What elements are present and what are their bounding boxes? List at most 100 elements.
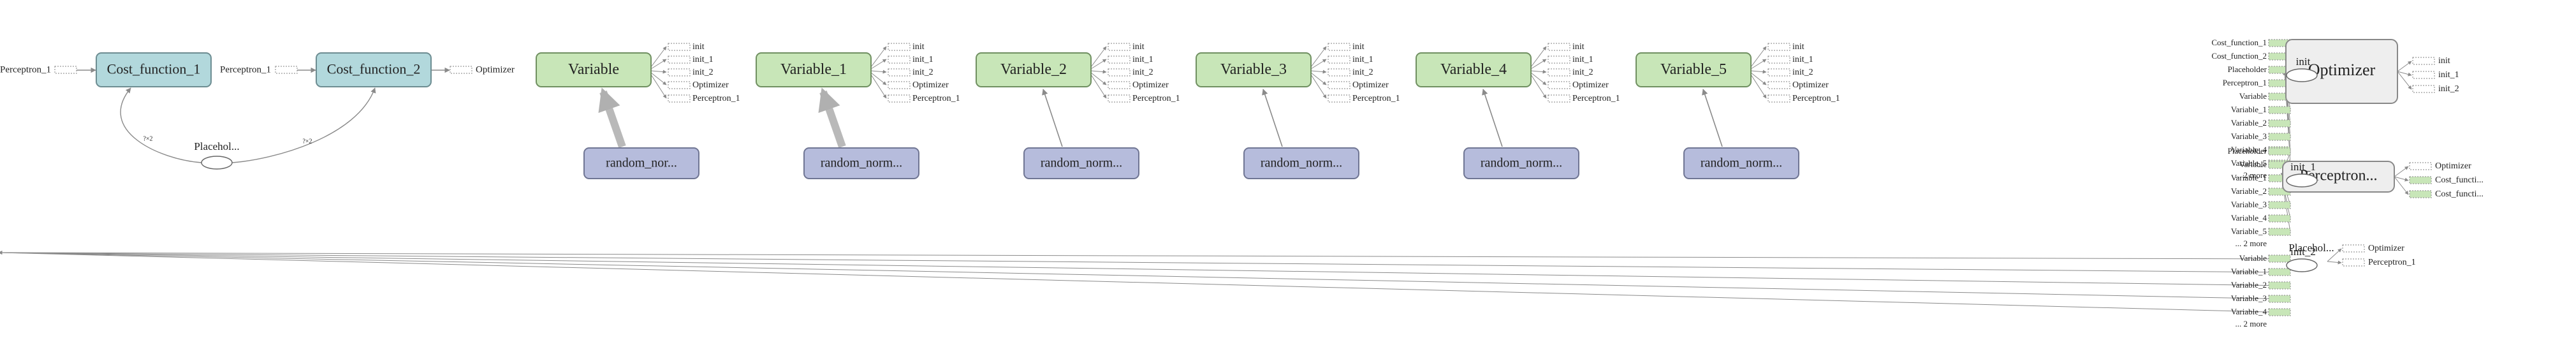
aux-init_group-input-stub-4[interactable] [2268,308,2291,316]
node-random-normal-5[interactable]: random_norm... [1683,147,1799,179]
stub-variable-5-out-3[interactable] [1767,81,1790,89]
aux-optimizer-input-stub-4[interactable] [2268,92,2291,101]
aux-optimizer-input-label-5: Variable_1 [2231,105,2267,114]
node-random-normal-1-shape [803,147,919,179]
aux-optimizer-input-stub-2[interactable] [2268,66,2291,74]
node-random-normal-0[interactable]: random_nor... [583,147,699,179]
stub-variable-2-out-4[interactable] [1108,94,1131,103]
stub-optimizer-out[interactable] [450,66,472,74]
node-random-normal-2[interactable]: random_norm... [1023,147,1139,179]
stub-variable-3-out-2[interactable] [1328,68,1350,77]
node-variable-0[interactable]: Variable [536,52,652,87]
node-variable-2[interactable]: Variable_2 [976,52,1092,87]
aux-init_group-output-stub-0[interactable] [2342,244,2365,253]
aux-perceptron-input-stub-1[interactable] [2268,161,2291,169]
stub-variable-2-out-2[interactable] [1108,68,1131,77]
node-random-normal-4[interactable]: random_norm... [1463,147,1579,179]
node-variable-5[interactable]: Variable_5 [1636,52,1752,87]
aux-perceptron-input-stub-4[interactable] [2268,201,2291,209]
node-variable-1[interactable]: Variable_1 [756,52,872,87]
node-variable-4[interactable]: Variable_4 [1416,52,1532,87]
aux-perceptron-output-stub-0[interactable] [2409,162,2432,170]
aux-optimizer-output-stub-1[interactable] [2412,71,2435,79]
stub-variable-4-out-1[interactable] [1548,55,1570,64]
stub-variable-0-out-0[interactable] [668,43,691,51]
stub-label-optimizer-out: Optimizer [476,64,515,75]
stub-variable-2-out-0[interactable] [1108,43,1131,51]
aux-optimizer-input-label-0: Cost_function_1 [2211,38,2267,47]
aux-perceptron-input-stub-2[interactable] [2268,174,2291,182]
node-variable-3[interactable]: Variable_3 [1196,52,1312,87]
edge-variable-5-out-1 [1750,59,1767,70]
stub-variable-0-out-4[interactable] [668,94,691,103]
stub-variable-4-out-4[interactable] [1548,94,1570,103]
node-cost-function-1[interactable]: Cost_function_1 [96,52,212,87]
aux-optimizer-inner-ellipse[interactable] [2286,68,2318,82]
aux-perceptron-output-stub-2[interactable] [2409,190,2432,198]
stub-variable-1-out-2[interactable] [888,68,911,77]
node-cost-function-2[interactable]: Cost_function_2 [316,52,432,87]
aux-optimizer-input-label-3: Perceptron_1 [2223,78,2267,87]
aux-optimizer-input-stub-5[interactable] [2268,106,2291,114]
edge-variable-0-out-2 [650,70,667,74]
stub-variable-1-out-3[interactable] [888,81,911,89]
stub-variable-5-out-1[interactable] [1767,55,1790,64]
aux-optimizer-input-stub-3[interactable] [2268,79,2291,87]
edge-variable-1-out-0 [870,46,887,68]
aux-optimizer-node[interactable]: Optimizer [2285,39,2398,104]
edge-variable-0-out-1 [650,59,667,70]
stub-variable-5-out-4[interactable] [1767,94,1790,103]
stub-variable-0-out-2[interactable] [668,68,691,77]
aux-init_group-input-stub-0[interactable] [2268,254,2291,263]
stub-variable-2-out-1[interactable] [1108,55,1131,64]
stub-variable-3-out-1[interactable] [1328,55,1350,64]
stub-variable-3-out-4[interactable] [1328,94,1350,103]
stub-variable-1-out-4[interactable] [888,94,911,103]
stub-variable-3-out-3[interactable] [1328,81,1350,89]
aux-init_group-output-edge-1 [2327,260,2342,265]
aux-perceptron-input-stub-3[interactable] [2268,188,2291,196]
edge-variable-4-out-0 [1530,46,1547,68]
aux-init_group-input-stub-2[interactable] [2268,281,2291,290]
node-random-normal-1[interactable]: random_norm... [803,147,919,179]
aux-optimizer-input-stub-1[interactable] [2268,52,2291,61]
stub-perceptron-in-2[interactable] [275,66,298,74]
aux-perceptron-output-edge-1 [2394,176,2409,182]
stub-variable-4-out-2[interactable] [1548,68,1570,77]
stub-variable-5-out-0[interactable] [1767,43,1790,51]
aux-init_group-input-stub-1[interactable] [2268,268,2291,276]
stub-variable-1-out-0[interactable] [888,43,911,51]
aux-perceptron-inner-ellipse[interactable] [2286,173,2318,188]
aux-optimizer-output-stub-0[interactable] [2412,57,2435,65]
edge-variable-3-out-0 [1310,46,1327,68]
aux-init_group-inner-ellipse[interactable] [2286,258,2318,272]
stub-variable-5-out-2[interactable] [1767,68,1790,77]
stub-variable-1-out-1[interactable] [888,55,911,64]
node-random-normal-3[interactable]: random_norm... [1243,147,1359,179]
aux-init_group-input-stub-3[interactable] [2268,295,2291,303]
aux-perceptron-input-stub-6[interactable] [2268,228,2291,236]
stub-label-variable-2-out-2: init_2 [1132,68,1153,77]
aux-init_group-input-label-1: Variable_1 [2231,267,2267,276]
stub-label-variable-4-out-3: Optimizer [1572,80,1609,90]
stub-label-variable-3-out-3: Optimizer [1352,80,1389,90]
stub-variable-2-out-3[interactable] [1108,81,1131,89]
aux-perceptron-input-label-3: Variable_2 [2231,186,2267,196]
stub-variable-0-out-1[interactable] [668,55,691,64]
aux-perceptron-input-stub-5[interactable] [2268,214,2291,223]
aux-optimizer-output-stub-2[interactable] [2412,85,2435,93]
aux-perceptron-input-stub-0[interactable] [2268,147,2291,156]
node-placeholder[interactable] [201,156,233,170]
aux-optimizer-input-stub-6[interactable] [2268,119,2291,128]
aux-perceptron-output-stub-1[interactable] [2409,176,2432,184]
aux-init_group-output-stub-1[interactable] [2342,258,2365,267]
stub-variable-3-out-0[interactable] [1328,43,1350,51]
stub-perceptron-in-1[interactable] [54,66,77,74]
aux-optimizer-input-stub-7[interactable] [2268,133,2291,141]
stub-variable-0-out-3[interactable] [668,81,691,89]
node-variable-5-label: Variable_5 [1660,61,1727,78]
stub-variable-4-out-3[interactable] [1548,81,1570,89]
stub-variable-4-out-0[interactable] [1548,43,1570,51]
aux-optimizer-input-stub-0[interactable] [2268,39,2291,47]
